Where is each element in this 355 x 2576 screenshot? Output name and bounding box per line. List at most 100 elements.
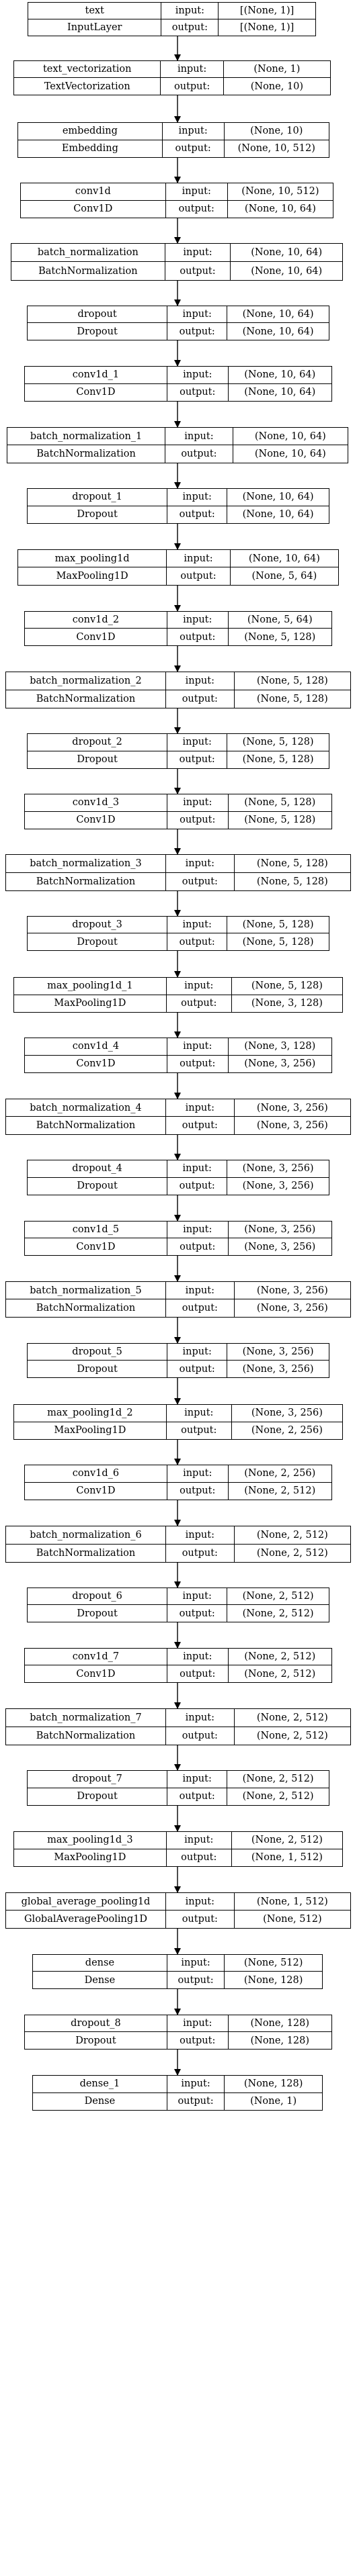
input-label: input: [167,1222,229,1238]
input-shape: (None, 2, 512) [234,1526,350,1545]
input-shape: (None, 10, 64) [230,550,338,567]
output-label: output: [166,872,235,890]
input-shape: (None, 10, 64) [231,244,342,262]
input-shape: (None, 5, 128) [227,917,329,933]
output-shape: (None, 5, 128) [242,754,314,766]
output-shape: (None, 3, 256) [256,1303,328,1314]
input-label: input: [165,244,231,262]
input-shape: (None, 1, 512) [234,1893,350,1911]
input-label: input: [166,1832,232,1849]
input-shape: (None, 2, 512) [227,1588,329,1605]
layer-class: Conv1D [25,811,167,829]
input-label: input: [167,917,228,933]
input-shape: (None, 10, 64) [228,367,331,384]
input-shape: (None, 3, 256) [231,1405,342,1422]
input-label: input: [167,1160,228,1178]
layer-name: dropout_7 [28,1771,168,1788]
layer-name: dense [33,1955,167,1972]
output-label: output: [166,1727,235,1745]
output-label: output: [167,1482,229,1500]
input-label: input: [162,123,225,140]
output-shape: (None, 10, 64) [242,509,314,520]
layer-name: conv1d_3 [25,794,167,812]
input-label: input: [167,1344,228,1361]
input-label: input: [165,1099,235,1117]
input-label: input: [167,550,231,567]
layer-name: dropout_4 [28,1160,168,1178]
input-label: input: [167,794,229,812]
output-shape: (None, 3, 256) [244,1241,316,1252]
input-shape: (None, 10, 512) [227,183,333,201]
input-label: input: [167,367,229,384]
output-shape: (None, 128) [250,2035,310,2046]
output-label: output: [167,751,228,768]
output-shape: (None, 2, 512) [242,1608,314,1619]
output-shape: (None, 3, 256) [242,1181,314,1192]
layer-name: batch_normalization_6 [6,1526,166,1545]
layer-name: max_pooling1d_3 [14,1832,167,1849]
output-label: output: [167,1361,228,1377]
layer-class: BatchNormalization [11,262,165,280]
input-shape: (None, 10, 64) [227,306,329,323]
layer-class: BatchNormalization [6,872,166,890]
output-shape: (None, 2, 512) [242,1791,314,1802]
layer-class: MaxPooling1D [14,995,167,1012]
layer-name: batch_normalization_2 [6,672,166,690]
output-label: output: [166,1299,235,1317]
layer-class: BatchNormalization [6,1727,166,1745]
output-shape: (None, 3, 256) [242,1363,314,1375]
output-label: output: [167,1849,232,1866]
output-label: output: [167,1972,225,1988]
layer-class: Dropout [28,1177,168,1195]
output-shape: (None, 10, 64) [251,265,323,277]
input-label: input: [167,734,228,751]
input-shape: (None, 128) [225,2076,322,2093]
layer-name: batch_normalization_7 [6,1709,166,1727]
layer-name: batch_normalization_3 [6,855,166,873]
input-label: input: [167,1465,229,1483]
layer-class: Dropout [28,506,168,523]
output-label: output: [167,629,229,645]
layer-class: MaxPooling1D [18,567,167,585]
output-label: output: [167,1665,229,1682]
layer-name: dropout_6 [28,1588,168,1605]
output-label: output: [167,506,228,523]
layer-name: text [28,3,162,19]
output-label: output: [167,383,229,401]
layer-class: Conv1D [21,200,166,218]
output-shape: (None, 3, 256) [244,1058,316,1070]
layer-class: Dense [33,1972,167,1988]
output-label: output: [166,690,235,708]
input-shape: (None, 10) [224,123,329,140]
output-label: output: [167,1605,228,1622]
input-shape: (None, 5, 128) [228,794,331,812]
output-label: output: [167,1422,232,1439]
layer-class: Conv1D [25,1238,167,1255]
layer-name: dropout_3 [28,917,168,933]
input-label: input: [165,1282,235,1299]
input-label: input: [167,2076,225,2093]
layer-class: BatchNormalization [6,1544,166,1562]
layer-name: conv1d [21,183,166,201]
layer-class: Dropout [28,1788,168,1805]
output-shape: (None, 2, 512) [256,1730,328,1741]
input-shape: (None, 3, 256) [228,1222,331,1238]
output-shape: (None, 2, 512) [256,1547,328,1559]
output-shape: (None, 10, 64) [244,203,316,215]
layer-name: dropout_1 [28,489,168,506]
output-label: output: [167,1788,228,1805]
